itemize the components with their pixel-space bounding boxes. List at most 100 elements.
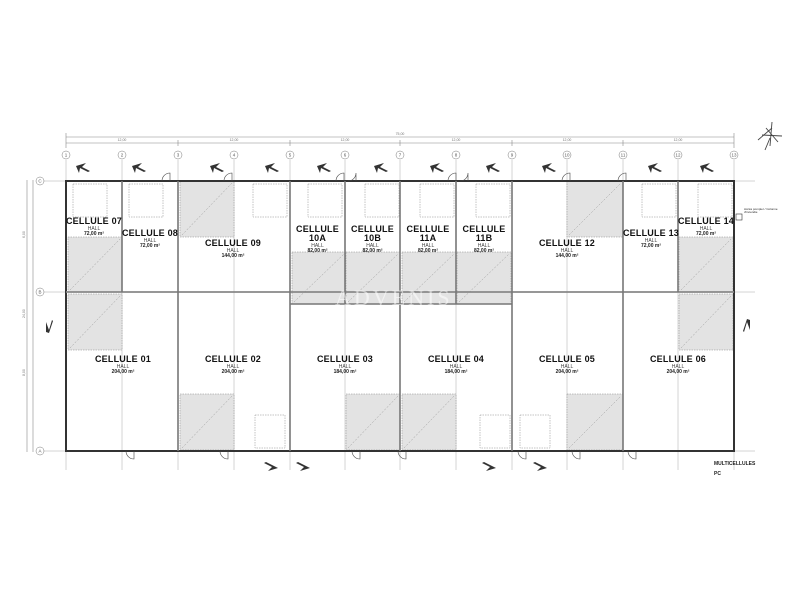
cell-area: 144,00 m² xyxy=(221,253,245,259)
cell-01-label: CELLULE 01 HALL 204,00 m² xyxy=(88,355,158,375)
cell-type: HALL xyxy=(699,226,713,232)
cell-11a-label: CELLULE 11A HALL 82,00 m² xyxy=(400,225,456,254)
cell-02-label: CELLULE 02 HALL 204,00 m² xyxy=(198,355,268,375)
cell-area: 82,00 m² xyxy=(362,248,383,254)
cell-area: 204,00 m² xyxy=(111,369,135,375)
cell-12-label: CELLULE 12 HALL 144,00 m² xyxy=(532,239,602,259)
cell-area: 72,00 m² xyxy=(139,243,160,249)
cell-area: 184,00 m² xyxy=(444,369,468,375)
side-access-note: Accès pompier / Colonne d'incendie xyxy=(744,207,778,215)
mezzanine-diagonals xyxy=(69,182,732,449)
cell-name: CELLULE 12 xyxy=(538,238,595,248)
cell-area: 204,00 m² xyxy=(666,369,690,375)
cell-10a-label: CELLULE 10A HALL 82,00 m² xyxy=(290,225,345,254)
cell-type: HALL xyxy=(87,226,101,232)
cell-06-label: CELLULE 06 HALL 204,00 m² xyxy=(643,355,713,375)
cell-name: CELLULE 06 xyxy=(649,354,706,364)
cell-type: HALL xyxy=(366,243,379,249)
svg-text:7: 7 xyxy=(399,153,402,158)
cell-type: HALL xyxy=(226,248,240,254)
cell-type: HALL xyxy=(226,364,240,370)
cell-03-label: CELLULE 03 HALL 184,00 m² xyxy=(310,355,380,375)
cell-type: HALL xyxy=(560,364,574,370)
north-arrow-icon xyxy=(757,121,783,151)
cell-name: CELLULE 07 xyxy=(65,216,122,226)
svg-text:1: 1 xyxy=(65,153,68,158)
cell-name: CELLULE 13 xyxy=(622,228,679,238)
cell-type: HALL xyxy=(421,243,435,249)
left-dimension-lines xyxy=(26,180,34,452)
cell-name: CELLULE 10A xyxy=(296,224,339,243)
cell-07-label: CELLULE 07 HALL 72,00 m² xyxy=(64,217,124,237)
svg-text:24,00: 24,00 xyxy=(22,309,26,318)
fire-access-box xyxy=(735,213,743,221)
svg-text:12,00: 12,00 xyxy=(341,138,350,142)
dock-door-markers xyxy=(72,183,733,449)
cell-name: CELLULE 04 xyxy=(427,354,484,364)
svg-text:3: 3 xyxy=(177,153,180,158)
stamp-pc: PC xyxy=(714,471,721,477)
cell-05-label: CELLULE 05 HALL 204,00 m² xyxy=(532,355,602,375)
walls xyxy=(65,180,735,452)
cell-type: HALL xyxy=(671,364,685,370)
cell-name: CELLULE 10B xyxy=(351,224,394,243)
svg-text:13: 13 xyxy=(731,153,737,158)
svg-text:C: C xyxy=(38,179,42,184)
svg-text:A: A xyxy=(38,449,41,454)
cell-10b-label: CELLULE 10B HALL 82,00 m² xyxy=(345,225,400,254)
cell-type: HALL xyxy=(477,243,491,249)
cell-area: 82,00 m² xyxy=(473,248,494,254)
cell-area: 72,00 m² xyxy=(640,243,661,249)
svg-text:4: 4 xyxy=(233,153,236,158)
cell-13-label: CELLULE 13 HALL 72,00 m² xyxy=(621,229,681,249)
cell-name: CELLULE 14 xyxy=(677,216,734,226)
cell-area: 82,00 m² xyxy=(307,248,328,254)
cell-name: CELLULE 03 xyxy=(316,354,373,364)
column-axis-bubbles: 1 2 3 4 5 6 7 8 9 10 11 12 13 xyxy=(61,150,739,160)
svg-text:12: 12 xyxy=(675,153,681,158)
cell-name: CELLULE 05 xyxy=(538,354,595,364)
cell-area: 82,00 m² xyxy=(417,248,438,254)
svg-text:6: 6 xyxy=(344,153,347,158)
cell-name: CELLULE 08 xyxy=(121,228,178,238)
top-dimension-lines xyxy=(65,133,735,148)
svg-text:12,00: 12,00 xyxy=(452,138,461,142)
svg-text:B: B xyxy=(38,290,41,295)
cell-type: HALL xyxy=(644,238,658,244)
svg-text:8,00: 8,00 xyxy=(22,369,26,376)
svg-text:10: 10 xyxy=(564,153,570,158)
cell-11b-label: CELLULE 11B HALL 82,00 m² xyxy=(456,225,512,254)
svg-text:12,00: 12,00 xyxy=(563,138,572,142)
row-axis-bubbles: C B A xyxy=(35,176,45,456)
cell-08-label: CELLULE 08 HALL 72,00 m² xyxy=(120,229,180,249)
cell-14-label: CELLULE 14 HALL 72,00 m² xyxy=(676,217,736,237)
cell-area: 184,00 m² xyxy=(333,369,357,375)
svg-text:8: 8 xyxy=(455,153,458,158)
cell-name: CELLULE 11A xyxy=(406,224,450,243)
svg-text:12,00: 12,00 xyxy=(118,138,127,142)
cell-area: 204,00 m² xyxy=(221,369,245,375)
left-dimension-text: 6,00 24,00 8,00 xyxy=(22,231,26,376)
svg-text:12,00: 12,00 xyxy=(674,138,683,142)
cell-area: 204,00 m² xyxy=(555,369,579,375)
watermark: ADVENIS xyxy=(335,285,453,310)
cell-name: CELLULE 09 xyxy=(204,238,261,248)
stamp-multicellules: MULTICELLULES xyxy=(714,461,756,467)
dock-arrows xyxy=(46,163,750,471)
svg-text:9: 9 xyxy=(511,153,514,158)
svg-text:75,00: 75,00 xyxy=(396,132,405,136)
svg-text:11: 11 xyxy=(621,153,626,158)
door-swings xyxy=(125,172,637,460)
cell-type: HALL xyxy=(143,238,157,244)
svg-text:5: 5 xyxy=(289,153,292,158)
cell-area: 72,00 m² xyxy=(695,231,716,237)
cell-09-label: CELLULE 09 HALL 144,00 m² xyxy=(198,239,268,259)
cell-type: HALL xyxy=(449,364,463,370)
cell-04-label: CELLULE 04 HALL 184,00 m² xyxy=(421,355,491,375)
cell-name: CELLULE 01 xyxy=(94,354,151,364)
cell-area: 72,00 m² xyxy=(83,231,104,237)
svg-text:6,00: 6,00 xyxy=(22,231,26,238)
cell-type: HALL xyxy=(560,248,574,254)
cell-type: HALL xyxy=(311,243,324,249)
cell-type: HALL xyxy=(338,364,352,370)
